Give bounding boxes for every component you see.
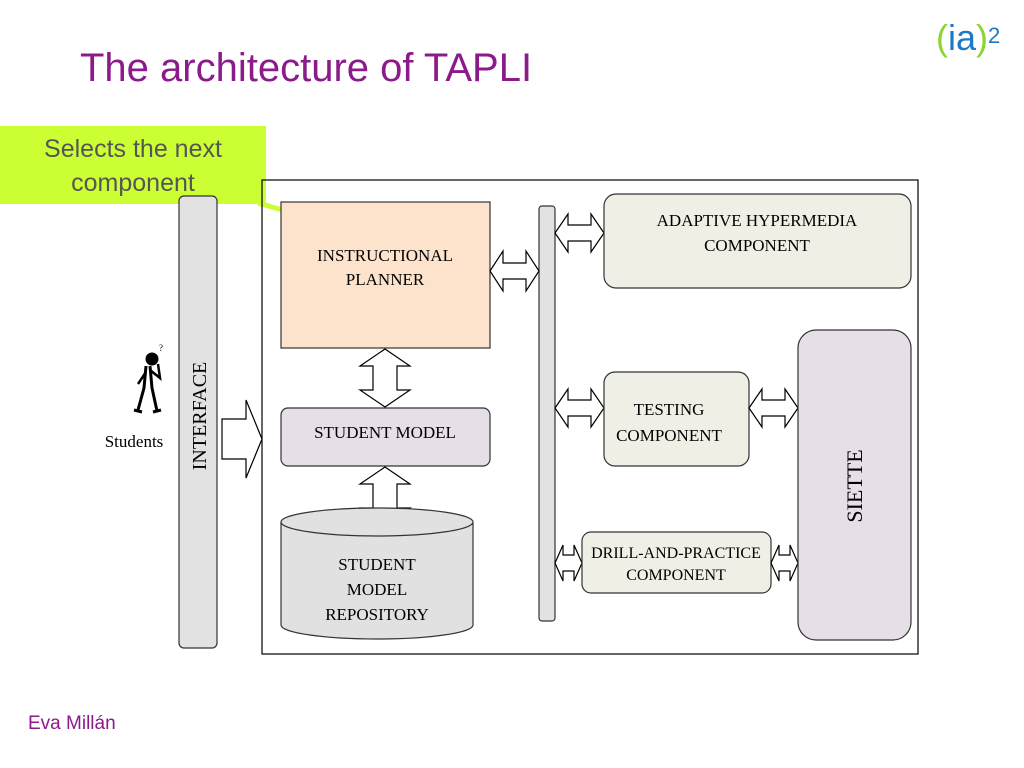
students-input-arrow (221, 399, 263, 479)
architecture-frame (261, 179, 919, 655)
interface-bar (178, 195, 218, 649)
instructional-planner-label-1: INSTRUCTIONAL (317, 246, 453, 265)
repository-label-3: REPOSITORY (325, 605, 429, 624)
adaptive-hypermedia-label-1: ADAPTIVE HYPERMEDIA (657, 211, 858, 230)
testing-component-box (603, 371, 750, 467)
drill-label-2: COMPONENT (626, 567, 726, 584)
student-model-repository-cylinder (280, 507, 474, 640)
planner-bus-arrow (489, 248, 540, 294)
slide-title: The architecture of TAPLI (80, 46, 533, 90)
adaptive-hypermedia-box (603, 193, 912, 289)
testing-label-2: COMPONENT (616, 426, 722, 445)
siette-box (797, 329, 912, 641)
testing-siette-arrow (748, 387, 799, 429)
drill-label-1: DRILL-AND-PRACTICE (591, 545, 761, 562)
logo-close-paren: ) (976, 17, 989, 58)
interface-label: INTERFACE (189, 362, 211, 471)
drill-siette-arrow (770, 544, 799, 582)
callout-box: Selects the next component (0, 126, 266, 204)
ia2-logo: (ia)2 (936, 18, 1000, 58)
repository-label-2: MODEL (347, 580, 407, 599)
repository-label-1: STUDENT (338, 555, 416, 574)
bus-testing-arrow (554, 387, 605, 429)
testing-label-1: TESTING (634, 400, 705, 419)
bus-drill-arrow (554, 544, 583, 582)
instructional-planner-box (280, 201, 491, 349)
logo-core: ia (948, 17, 977, 58)
students-label: Students (105, 432, 164, 451)
communication-bus (538, 205, 556, 622)
question-mark-icon: ? (159, 343, 163, 353)
callout-line-2: component (71, 169, 195, 197)
student-model-box (280, 407, 491, 467)
author-name: Eva Millán (28, 713, 116, 734)
student-figure-icon (133, 352, 162, 414)
bus-hypermedia-arrow (554, 212, 605, 254)
logo-superscript: 2 (988, 23, 1001, 48)
instructional-planner-label-2: PLANNER (346, 270, 425, 289)
planner-model-arrow (358, 348, 412, 408)
logo-open-paren: ( (936, 17, 948, 58)
siette-label: SIETTE (842, 449, 867, 522)
callout-line-1: Selects the next (44, 135, 222, 163)
student-model-label: STUDENT MODEL (314, 423, 456, 442)
adaptive-hypermedia-label-2: COMPONENT (704, 236, 810, 255)
